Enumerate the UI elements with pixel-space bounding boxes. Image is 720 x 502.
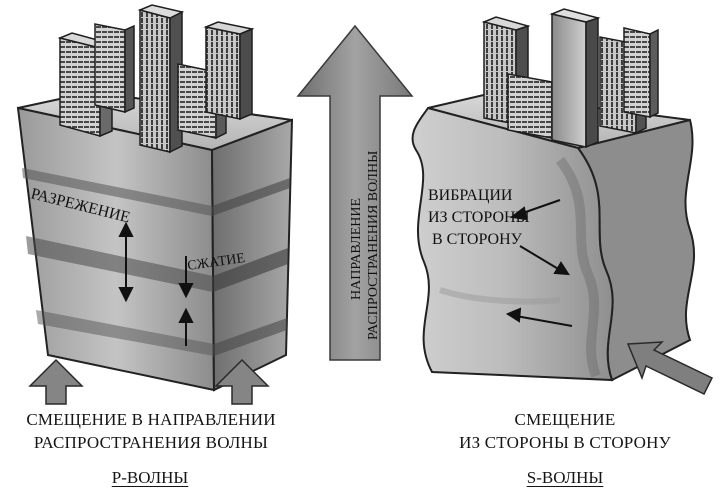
p-input-arrow-left: [28, 358, 84, 405]
p-rarefaction-arrow: [118, 221, 134, 303]
building: [551, 13, 587, 148]
p-wave-block: РАЗРЕЖЕНИЕ СЖАТИЕ: [16, 4, 294, 392]
p-compression-band: [212, 178, 290, 216]
s-wave-caption: СМЕЩЕНИЕ ИЗ СТОРОНЫ В СТОРОНУ: [440, 408, 690, 454]
p-wave-caption-line1: СМЕЩЕНИЕ В НАПРАВЛЕНИИ: [26, 410, 276, 429]
building: [139, 9, 171, 153]
p-wave-title: Р-ВОЛНЫ: [111, 468, 189, 487]
p-input-arrow-right: [214, 358, 270, 405]
s-wave-caption-line2: ИЗ СТОРОНЫ В СТОРОНУ: [459, 433, 671, 452]
p-wave-caption: СМЕЩЕНИЕ В НАПРАВЛЕНИИ РАСПРОСТРАНЕНИЯ В…: [10, 408, 292, 454]
p-compression-band: [22, 168, 212, 216]
building: [239, 27, 253, 121]
building: [507, 73, 553, 139]
building: [124, 24, 135, 114]
p-compression-arrow-top: [178, 256, 194, 299]
s-buildings: [481, 8, 659, 149]
p-compression-arrow-bottom: [178, 307, 194, 346]
s-block-front-face: [411, 106, 614, 382]
s-vibration-label: ВИБРАЦИИ ИЗ СТОРОНЫ В СТОРОНУ: [428, 187, 534, 248]
building: [549, 8, 601, 23]
s-wave-title: S-ВОЛНЫ: [526, 468, 604, 487]
propagation-label-line1: НАПРАВЛЕНИЕ: [349, 198, 364, 300]
building: [137, 4, 185, 19]
s-shading: [439, 287, 561, 305]
s-vibration-label-line1: ВИБРАЦИИ: [428, 187, 513, 204]
building: [481, 16, 531, 31]
p-compression-band: [213, 248, 288, 292]
building: [623, 27, 651, 118]
s-vibration-arrow: [505, 307, 573, 327]
s-shading: [555, 156, 601, 378]
s-vibration-label-line2: ИЗ СТОРОНЫ: [428, 209, 530, 226]
s-vibration-label-line3: В СТОРОНУ: [432, 231, 523, 248]
building: [59, 37, 101, 137]
p-compression-band: [36, 310, 214, 356]
building: [649, 28, 659, 119]
building: [94, 23, 126, 113]
p-buildings: [57, 4, 255, 154]
p-compression-band: [26, 236, 213, 292]
propagation-direction-arrow: НАПРАВЛЕНИЕ РАСПРОСТРАНЕНИЯ ВОЛНЫ: [296, 24, 414, 361]
propagation-label-line2: РАСПРОСТРАНЕНИЯ ВОЛНЫ: [366, 151, 381, 340]
s-wave-block: ВИБРАЦИИ ИЗ СТОРОНЫ В СТОРОНУ: [411, 8, 695, 382]
s-vibration-arrow: [519, 245, 570, 276]
building: [205, 26, 241, 120]
p-wave-caption-line2: РАСПРОСТРАНЕНИЯ ВОЛНЫ: [33, 433, 269, 452]
s-wave-caption-line1: СМЕЩЕНИЕ: [514, 410, 616, 429]
p-compression-band: [214, 318, 287, 356]
s-vibration-arrow: [509, 199, 561, 221]
s-input-arrow: [626, 341, 714, 395]
building: [203, 21, 255, 35]
building: [585, 16, 599, 149]
